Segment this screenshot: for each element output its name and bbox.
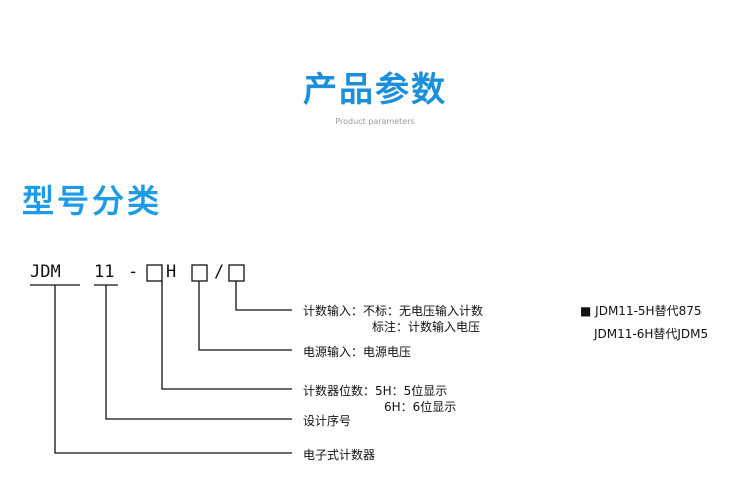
note-marker: ■ [580,304,592,318]
replacement-note-2: JDM11-6H替代JDM5 [594,327,709,341]
electronic-counter-leader [54,285,292,454]
model-prefix: JDM [30,262,61,282]
digits-leader [161,281,292,390]
model-series: 11 [94,262,115,282]
digits-label-1: 计数器位数：5H：5位显示 [303,384,448,398]
page-subtitle: Product parameters [335,117,415,126]
section-title: 型号分类 [22,182,163,220]
power-input-leader [198,281,292,351]
digits-box [146,264,163,282]
power-input-label: 电源输入：电源电压 [303,345,412,359]
count-input-box [228,264,245,282]
count-input-leader [235,281,292,311]
count-input-label-1: 计数输入：不标：无电压输入计数 [303,304,484,318]
model-letter: H [166,262,177,282]
digits-label-2: 6H：6位显示 [384,400,457,414]
note-line-1: JDM11-5H替代875 [595,304,702,318]
model-slash: / [214,262,225,282]
electronic-counter-label: 电子式计数器 [303,448,376,462]
design-serial-label: 设计序号 [303,414,352,428]
power-box [191,264,208,282]
page-title: 产品参数 [303,70,447,110]
model-dash: - [128,262,139,282]
count-input-label-2: 标注：计数输入电压 [372,320,481,334]
design-serial-leader [105,285,292,420]
replacement-note-1: ■ JDM11-5H替代875 [580,302,701,319]
